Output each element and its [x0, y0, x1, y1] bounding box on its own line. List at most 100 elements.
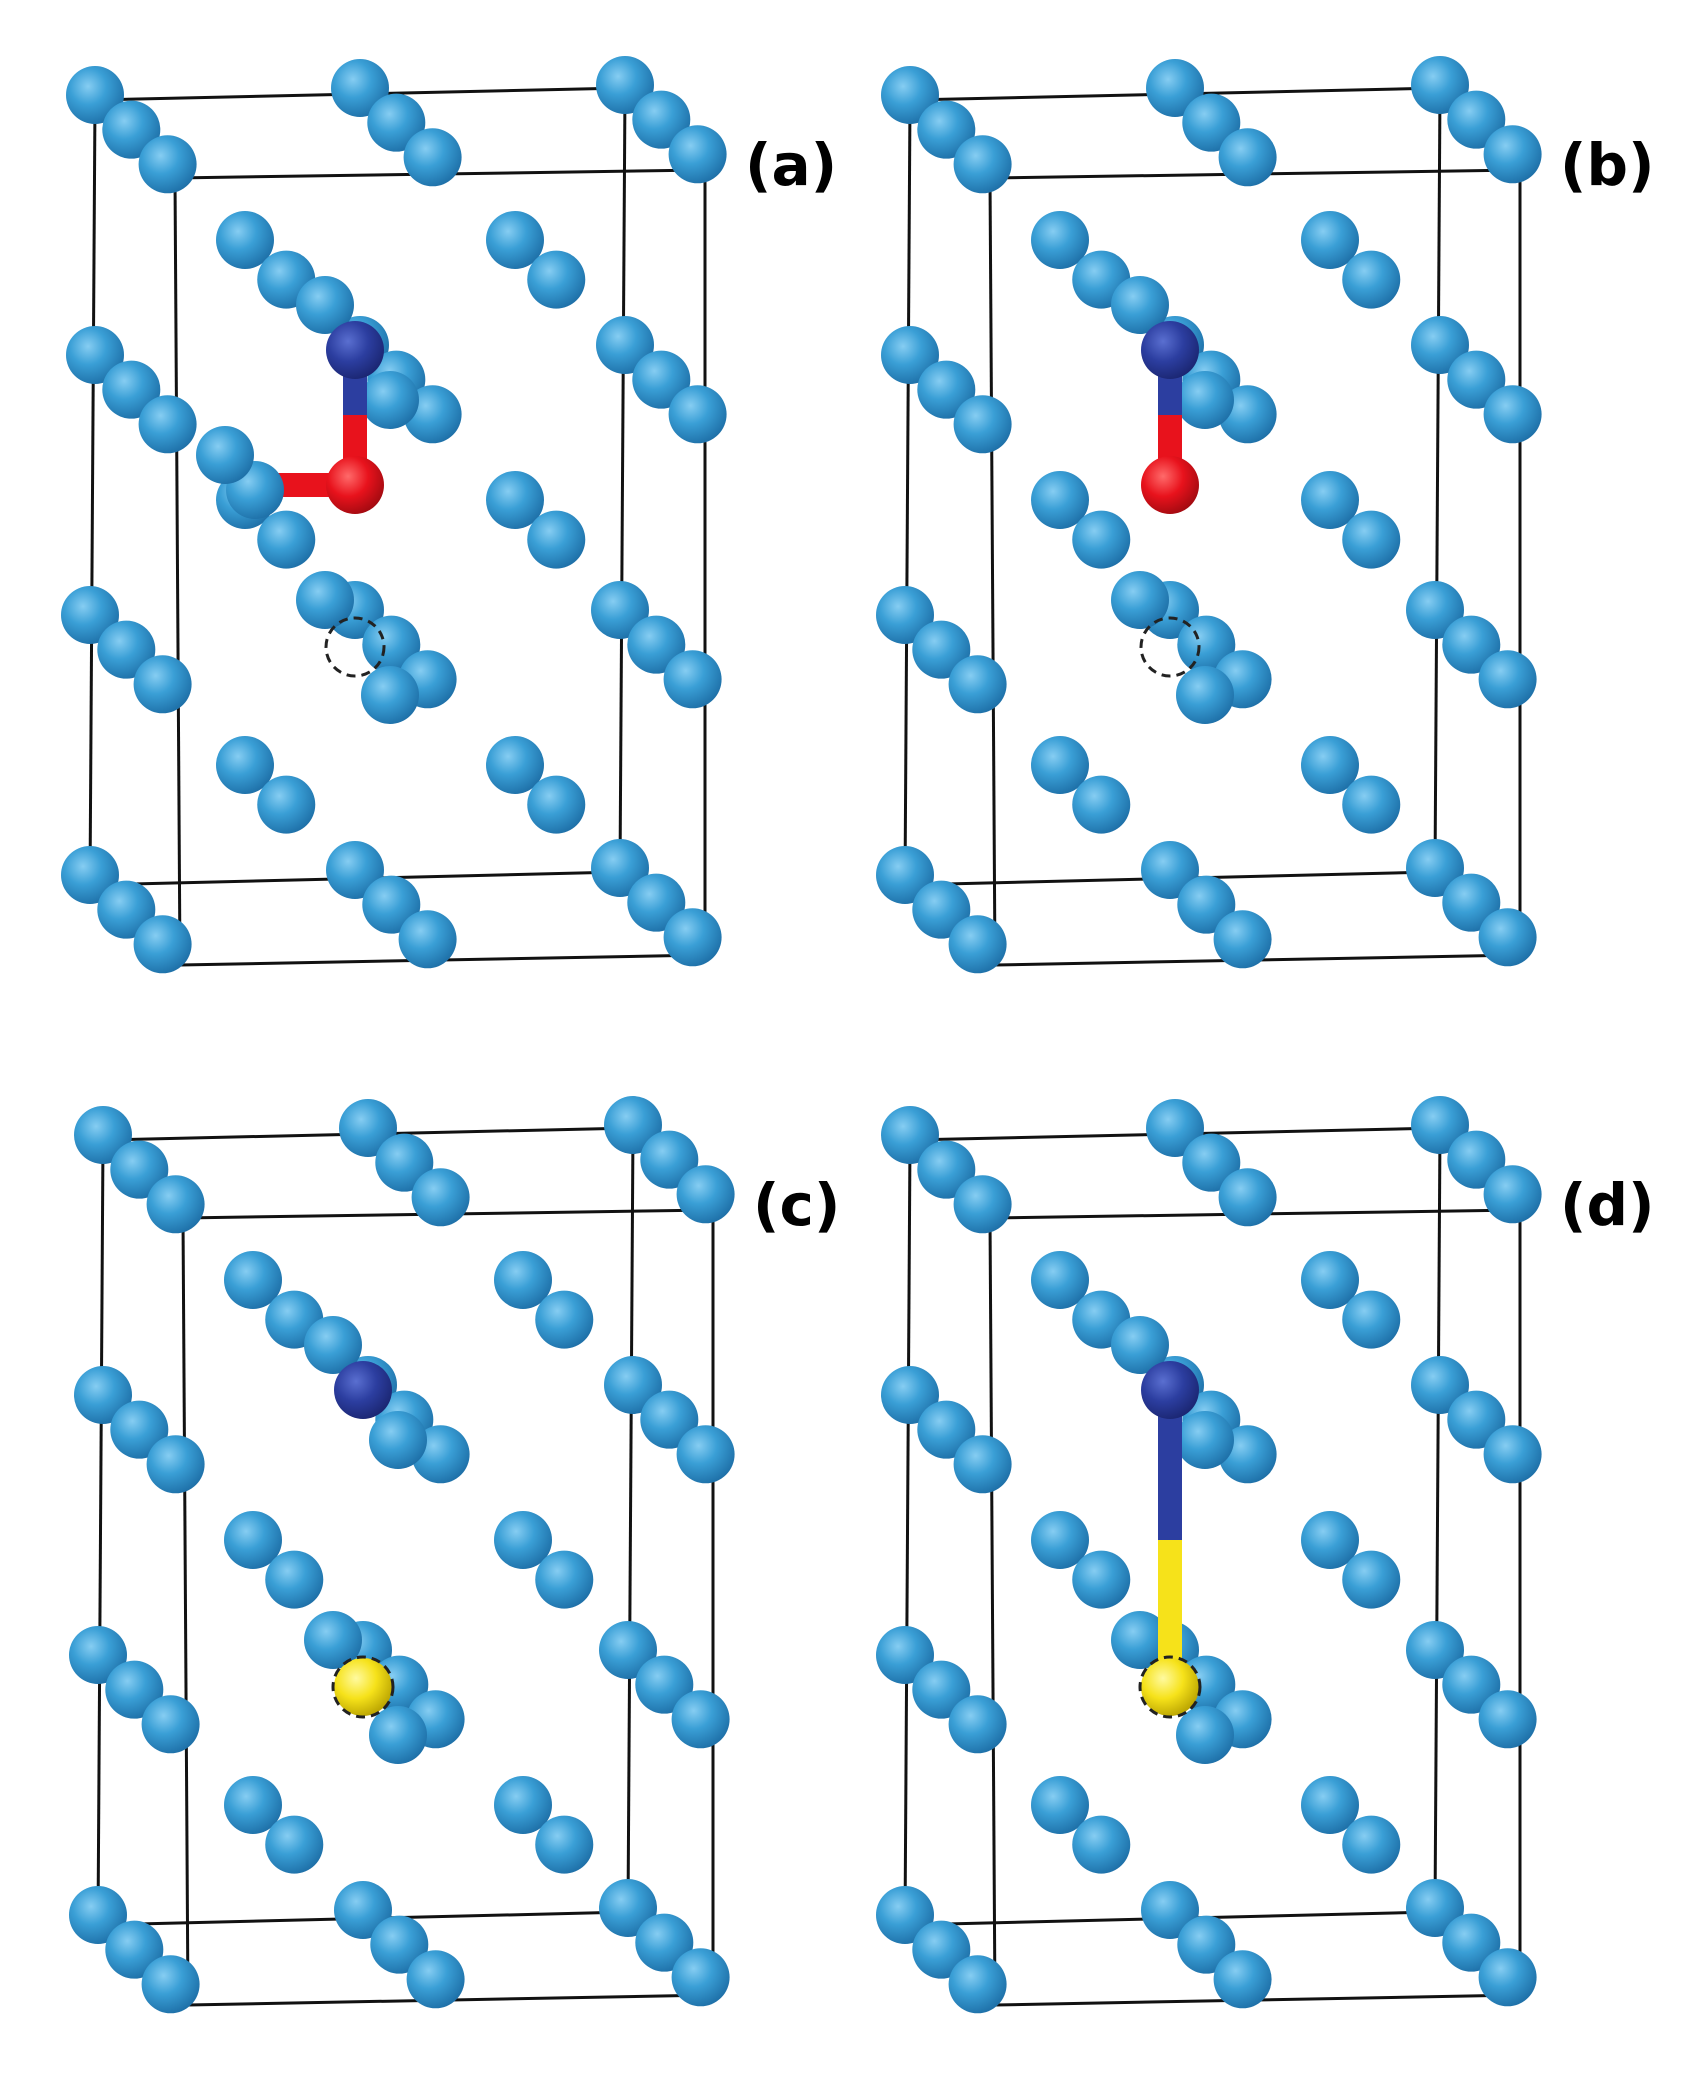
host-atom	[1447, 1390, 1506, 1449]
panel-label-d: (d)	[1560, 1171, 1655, 1239]
host-atom	[1406, 839, 1464, 897]
host-atom	[876, 1626, 934, 1684]
dopant-group	[196, 321, 386, 678]
host-atom	[486, 211, 544, 269]
host-atom	[632, 350, 691, 409]
host-atom	[1342, 510, 1401, 569]
host-atom	[257, 775, 316, 834]
host-atom	[1483, 125, 1542, 184]
host-atom	[494, 1511, 552, 1569]
host-atom	[1176, 666, 1234, 724]
host-atom	[1031, 211, 1089, 269]
dopant-red-atom	[326, 456, 384, 514]
host-atom	[1447, 90, 1506, 149]
host-atom	[141, 1955, 200, 2014]
host-atom	[627, 873, 686, 932]
host-atom	[74, 1106, 132, 1164]
host-atom	[1342, 250, 1401, 309]
host-atom	[146, 1175, 205, 1234]
panel-label-b: (b)	[1560, 131, 1655, 199]
host-atom	[326, 841, 384, 899]
host-atom	[596, 56, 654, 114]
host-atom	[1447, 1130, 1506, 1189]
panel-c: (c)	[69, 1096, 840, 2014]
host-atom	[632, 90, 691, 149]
host-atom	[1072, 1815, 1131, 1874]
dopant-blue-atom	[334, 1361, 392, 1419]
host-atom	[668, 125, 727, 184]
host-atom	[1031, 736, 1089, 794]
dopant-group	[331, 1361, 395, 1719]
vacancy-marker	[331, 1655, 395, 1719]
host-atom	[1146, 59, 1204, 117]
host-atom	[912, 1660, 971, 1719]
host-atom	[881, 1366, 939, 1424]
host-atom	[110, 1400, 169, 1459]
host-atom	[953, 1435, 1012, 1494]
host-atom	[640, 1130, 699, 1189]
host-atom	[671, 1948, 730, 2007]
host-atom	[663, 650, 722, 709]
host-atom	[97, 620, 156, 679]
unit-cell-edges	[88, 86, 707, 967]
host-atom	[69, 1626, 127, 1684]
host-atom	[1177, 875, 1236, 934]
host-atom	[1213, 910, 1272, 969]
dopant-yellow-atom	[1141, 1658, 1199, 1716]
host-atom	[876, 1886, 934, 1944]
host-atom	[1411, 316, 1469, 374]
host-atom	[1176, 1706, 1234, 1764]
host-atom	[398, 910, 457, 969]
host-atom	[917, 100, 976, 159]
host-atom	[110, 1140, 169, 1199]
host-atom	[1176, 371, 1234, 429]
dopant-blue-atom	[326, 321, 384, 379]
host-atom	[1141, 841, 1199, 899]
host-atom	[948, 915, 1007, 974]
host-atoms	[69, 1096, 735, 2014]
host-atom	[1182, 93, 1241, 152]
unit-cell-edges	[96, 1126, 715, 2007]
host-atom	[1111, 571, 1169, 629]
host-atom	[876, 586, 934, 644]
host-atom	[138, 135, 197, 194]
host-atom	[1031, 471, 1089, 529]
host-atom	[1301, 471, 1359, 529]
vacancy-marker	[324, 616, 386, 678]
dopant-group	[1139, 321, 1201, 678]
cell-edge	[1433, 1127, 1442, 1913]
host-atom	[948, 1695, 1007, 1754]
host-atom	[535, 1550, 594, 1609]
host-atom	[1072, 510, 1131, 569]
host-atoms	[61, 56, 727, 974]
host-atom	[102, 100, 161, 159]
host-atom	[1478, 908, 1537, 967]
panel-d: (d)	[876, 1096, 1655, 2014]
host-atom	[1411, 56, 1469, 114]
host-atom	[527, 775, 586, 834]
host-atom	[1478, 1948, 1537, 2007]
host-atom	[296, 276, 354, 334]
host-atom	[61, 586, 119, 644]
host-atom	[1072, 775, 1131, 834]
host-atom	[1483, 385, 1542, 444]
host-atom	[668, 385, 727, 444]
host-atom	[881, 66, 939, 124]
host-atom	[1176, 1411, 1234, 1469]
host-atom	[917, 1140, 976, 1199]
host-atom	[1031, 1776, 1089, 1834]
host-atom	[627, 615, 686, 674]
host-atom	[1442, 615, 1501, 674]
host-atom	[216, 736, 274, 794]
host-atom	[1111, 276, 1169, 334]
host-atom	[339, 1099, 397, 1157]
host-atom	[635, 1913, 694, 1972]
host-atom	[141, 1695, 200, 1754]
host-atom	[917, 1400, 976, 1459]
cell-edge	[903, 1139, 912, 1926]
host-atom	[604, 1356, 662, 1414]
host-atom	[912, 620, 971, 679]
host-atom	[1031, 1511, 1089, 1569]
host-atom	[527, 250, 586, 309]
host-atom	[1442, 1913, 1501, 1972]
